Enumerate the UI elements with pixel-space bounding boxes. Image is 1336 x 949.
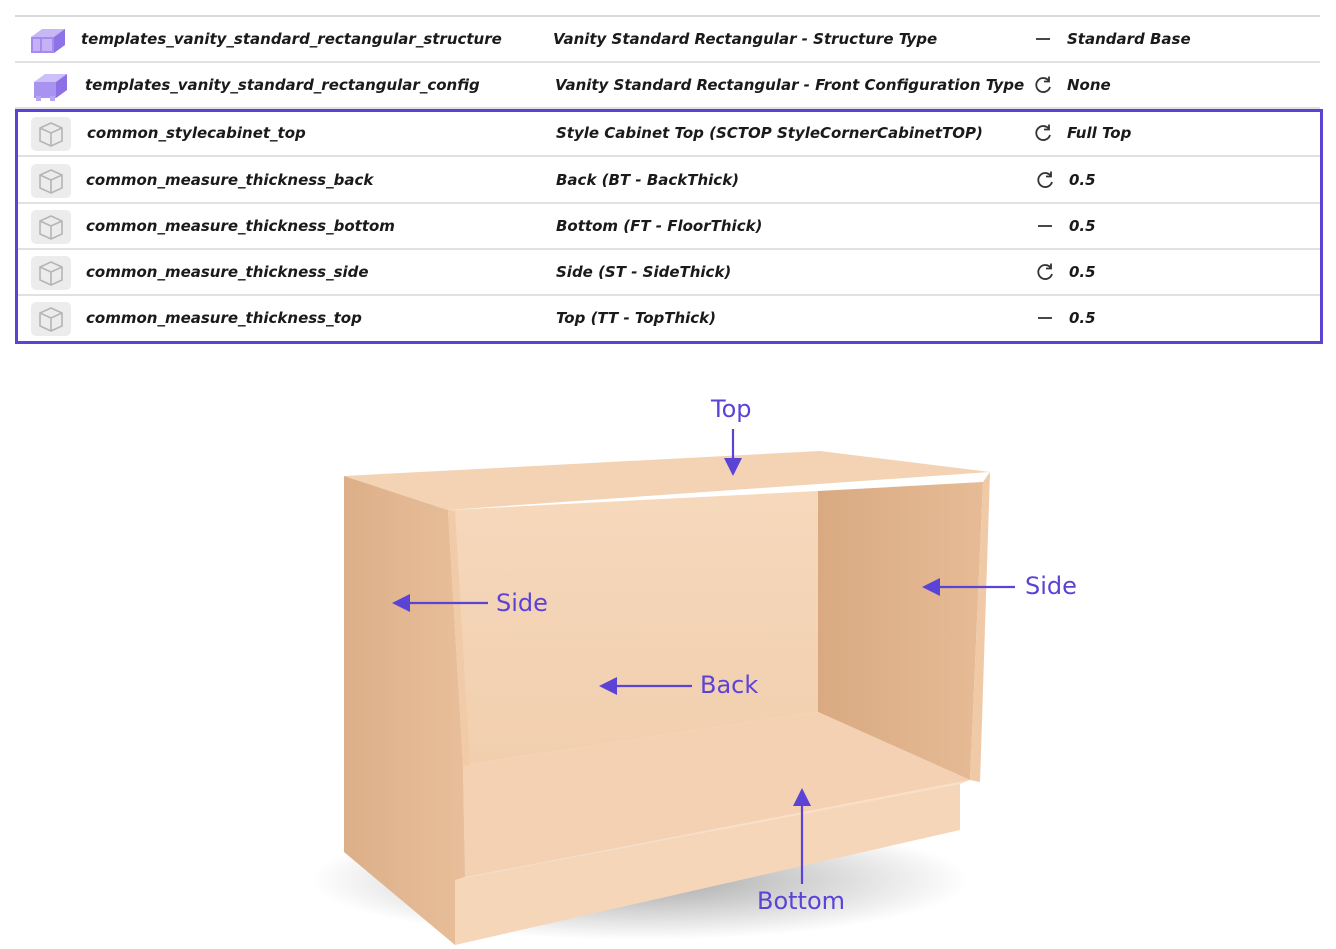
row-description: Vanity Standard Rectangular - Structure … [553,30,938,48]
row-identifier: common_measure_thickness_back [86,171,374,189]
row-identifier: common_measure_thickness_bottom [86,217,395,235]
table-row[interactable]: common_measure_thickness_back Back (BT -… [15,158,1320,204]
dash-icon[interactable] [1032,296,1058,340]
vanity-thumbnail-icon [30,69,70,103]
dash-icon[interactable] [1030,17,1056,61]
row-identifier: common_measure_thickness_top [86,309,362,327]
table-row[interactable]: templates_vanity_standard_rectangular_st… [15,17,1320,63]
table-row[interactable]: common_measure_thickness_bottom Bottom (… [15,204,1320,250]
table-row[interactable]: templates_vanity_standard_rectangular_co… [15,63,1320,109]
row-value: 0.5 [1069,309,1096,327]
label-bottom: Bottom [757,887,846,915]
refresh-icon[interactable] [1030,111,1056,155]
row-value: None [1067,76,1111,94]
row-identifier: templates_vanity_standard_rectangular_st… [81,30,502,48]
cabinet-illustration [310,429,1015,945]
table-row[interactable]: common_stylecabinet_top Style Cabinet To… [15,111,1320,157]
refresh-icon[interactable] [1032,250,1058,294]
table-row[interactable]: common_measure_thickness_side Side (ST -… [15,250,1320,296]
row-value: 0.5 [1069,171,1096,189]
cube-icon [31,164,71,198]
row-value: 0.5 [1069,263,1096,281]
cabinet-diagram: Top Side Side Back Bottom [0,340,1336,949]
row-description: Style Cabinet Top (SCTOP StyleCornerCabi… [556,124,983,142]
dash-icon[interactable] [1032,204,1058,248]
row-description: Bottom (FT - FloorThick) [556,217,763,235]
row-value: 0.5 [1069,217,1096,235]
label-side-right: Side [1025,572,1077,600]
table-top-divider [15,15,1320,17]
cube-icon [31,256,71,290]
row-description: Side (ST - SideThick) [556,263,732,281]
label-back: Back [700,671,759,699]
cube-icon [31,117,71,151]
row-description: Vanity Standard Rectangular - Front Conf… [555,76,1025,94]
row-description: Back (BT - BackThick) [556,171,740,189]
label-top: Top [711,395,752,423]
refresh-icon[interactable] [1032,158,1058,202]
row-value: Standard Base [1067,30,1191,48]
refresh-icon[interactable] [1030,63,1056,107]
table-row[interactable]: common_measure_thickness_top Top (TT - T… [15,296,1320,342]
row-identifier: common_measure_thickness_side [86,263,369,281]
row-description: Top (TT - TopThick) [556,309,717,327]
cube-icon [31,210,71,244]
cube-icon [31,302,71,336]
row-value: Full Top [1067,124,1132,142]
row-identifier: common_stylecabinet_top [87,124,306,142]
vanity-thumbnail-icon [28,23,68,57]
label-side-left: Side [496,589,548,617]
row-identifier: templates_vanity_standard_rectangular_co… [85,76,480,94]
